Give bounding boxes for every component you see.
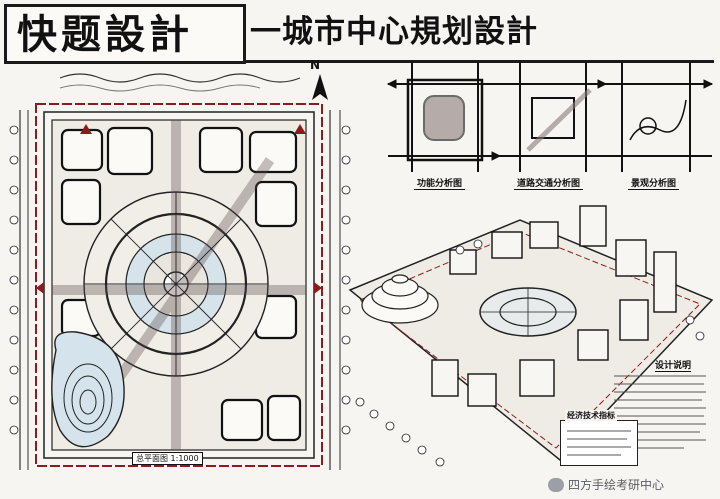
diagram-caption-landscape: 景观分析图 [628, 176, 680, 190]
watermark-text: 四方手绘考研中心 [568, 478, 665, 492]
north-arrow-icon [312, 74, 328, 100]
landscape-analysis-diagram [606, 62, 714, 172]
top-water-edge-2 [59, 84, 261, 92]
street-trees [9, 125, 351, 435]
diagram-caption-function: 功能分析图 [414, 176, 466, 190]
aerial-perspective [348, 205, 714, 467]
plan-scale-label: 总平面图 1:1000 [132, 452, 203, 465]
design-notes-title: 设计说明 [655, 358, 692, 372]
perspective-plaza [479, 287, 577, 337]
perspective-hill [361, 274, 439, 324]
diagram-caption-traffic: 道路交通分析图 [514, 176, 584, 190]
north-label: N [310, 58, 321, 72]
title-underline [244, 60, 714, 63]
master-plan [9, 103, 351, 470]
traffic-analysis-diagram [500, 62, 608, 172]
hill-contours [63, 363, 113, 433]
top-water-edge [59, 73, 301, 83]
perspective-buildings [431, 205, 677, 407]
radial-lines [84, 192, 268, 376]
perspective-trees [355, 239, 705, 467]
economics-text-lines [567, 430, 631, 456]
watermark: 四方手绘考研中心 [548, 476, 664, 493]
entrance-marker [36, 282, 44, 294]
title-frame: 快题設計 [4, 4, 246, 64]
entrance-marker [294, 124, 306, 134]
economics-title: 经济技术指标 [565, 410, 617, 421]
site-boundary [35, 103, 323, 467]
economics-box [560, 420, 638, 466]
lake [51, 331, 125, 448]
wechat-icon [548, 477, 564, 492]
function-analysis-diagram [386, 62, 502, 172]
entrance-marker [314, 282, 322, 294]
page-title: 快题設計 [17, 11, 193, 58]
analysis-diagrams [386, 62, 714, 172]
page-subtitle: 一城市中心規划設計 [250, 14, 538, 50]
entrance-marker [80, 124, 92, 134]
